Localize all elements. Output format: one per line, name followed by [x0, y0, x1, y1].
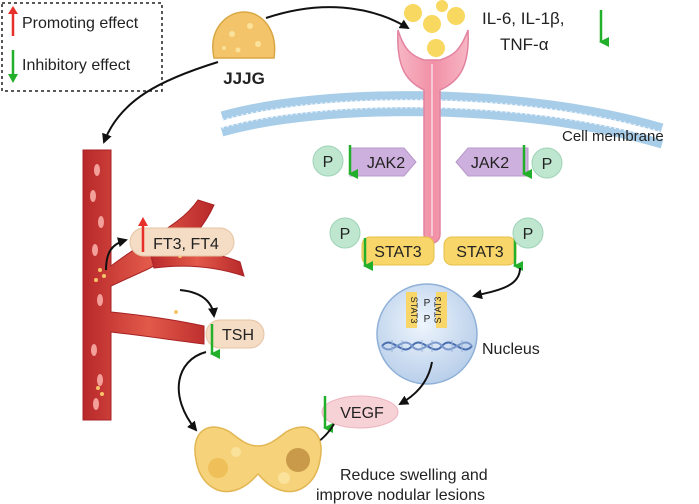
outcome-line2: improve nodular lesions — [316, 487, 485, 504]
nucleus-stat3-label: STAT3 — [433, 297, 443, 324]
vegf-label: VEGF — [340, 405, 384, 422]
nucleus-p-label: P — [424, 314, 431, 325]
arrow-vessel-to-tsh — [179, 289, 218, 318]
arrow-vessel-to-hormones — [105, 237, 128, 271]
vegf: VEGF — [321, 395, 399, 433]
jak2-left: P JAK2 — [312, 145, 417, 179]
stat3-dimer: P STAT3 STAT3 P — [329, 217, 544, 271]
ligand-icon — [423, 15, 441, 33]
p-circle-jak2-right — [531, 147, 563, 179]
arrow-stat3-to-nucleus — [472, 267, 521, 300]
arrow-nucleus-to-vegf — [398, 361, 433, 405]
arrow-drug-to-vessel — [102, 61, 219, 144]
p-circle-stat3-right — [512, 217, 544, 249]
membrane-label: Cell membrane — [562, 128, 664, 145]
nucleus: STAT3 STAT3 P P — [376, 283, 478, 385]
drug-jjjg: JJJG — [212, 11, 276, 88]
thyroid — [194, 426, 322, 493]
promoting-arrowhead-icon — [8, 6, 18, 14]
arrow-drug-to-receptor — [265, 6, 410, 30]
stat3-left-shape — [361, 236, 435, 266]
drug-label: JJJG — [223, 69, 265, 88]
blood-vessel — [82, 149, 245, 421]
legend-border — [1, 2, 163, 92]
p-label: P — [523, 226, 534, 243]
p-label: P — [323, 154, 334, 171]
p-label: P — [542, 156, 553, 173]
vessel-icon — [82, 149, 215, 421]
cytokines-line2: TNF-α — [500, 35, 549, 54]
cell-membrane: Cell membrane — [220, 91, 664, 149]
jak2-right: JAK2 P — [455, 145, 563, 179]
legend: Promoting effect Inhibitory effect — [1, 2, 163, 92]
hormone-pill — [129, 227, 235, 257]
drug-icon — [212, 11, 276, 59]
ligand-icon — [404, 4, 422, 22]
arrow-tsh-to-thyroid — [177, 351, 207, 432]
hormone-promote-arrowhead — [138, 217, 148, 226]
ligand-icon — [427, 39, 445, 57]
inhibitory-arrowhead-icon — [8, 74, 18, 83]
nucleus-p-label: P — [424, 298, 431, 309]
stat3-right-label: STAT3 — [456, 244, 504, 261]
jak2-right-label: JAK2 — [471, 155, 509, 172]
p-label: P — [340, 226, 351, 243]
legend-promoting-text: Promoting effect — [22, 15, 139, 32]
thyroid-icon — [194, 426, 322, 493]
cytokines-line1: IL-6, IL-1β, — [482, 9, 565, 28]
thyroid-hormones: FT3, FT4 — [129, 217, 235, 257]
nucleus-label: Nucleus — [482, 341, 540, 358]
nucleus-icon — [376, 283, 478, 385]
nucleus-stat3-label: STAT3 — [409, 297, 419, 324]
hormone-label: FT3, FT4 — [153, 236, 219, 253]
outcome-line1: Reduce swelling and — [340, 467, 488, 484]
vegf-pill — [321, 395, 399, 429]
tsh: TSH — [205, 319, 265, 359]
ligand-icon — [447, 7, 465, 25]
legend-inhibitory-text: Inhibitory effect — [22, 57, 131, 74]
ligand-icon — [436, 0, 448, 12]
receptor — [397, 29, 469, 244]
stat3-left-label: STAT3 — [374, 244, 422, 261]
p-circle-jak2-left — [312, 145, 344, 177]
p-circle-stat3-left — [329, 217, 361, 249]
tsh-pill — [205, 319, 265, 349]
jak2-left-label: JAK2 — [367, 155, 405, 172]
cytokine-ligands — [404, 0, 465, 57]
tsh-label: TSH — [222, 327, 254, 344]
